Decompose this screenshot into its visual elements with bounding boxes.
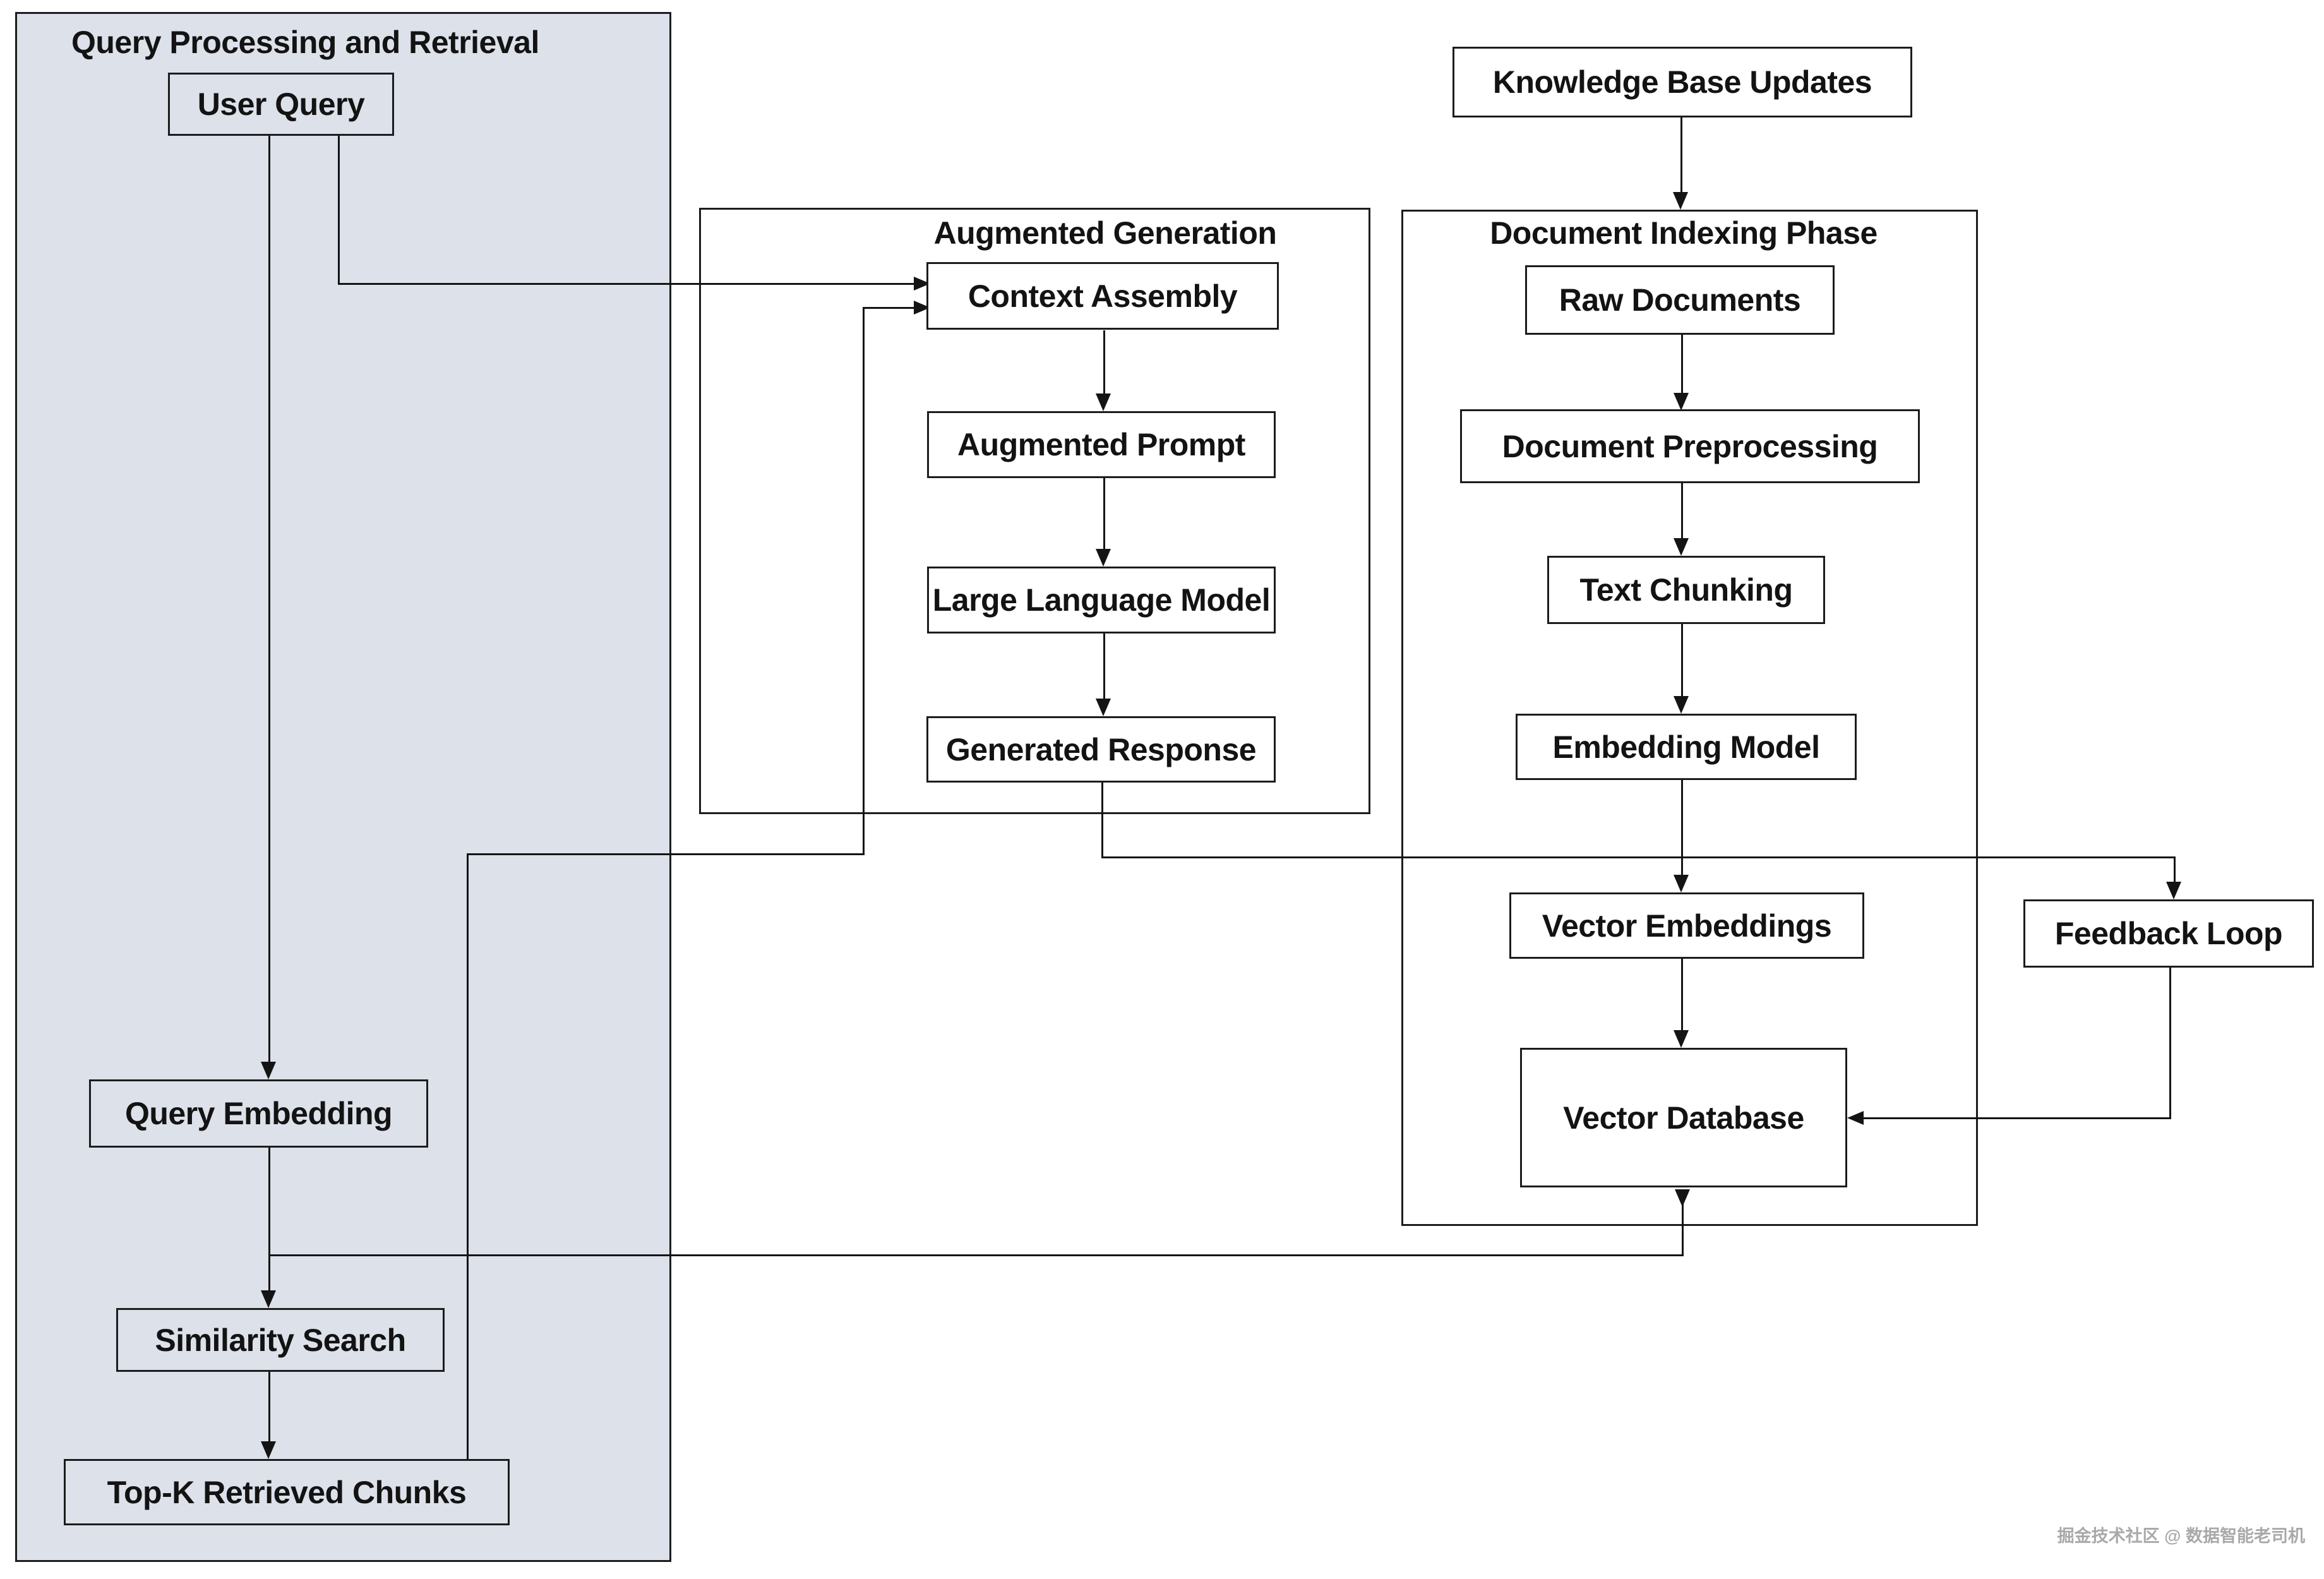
node-document-preprocessing: Document Preprocessing	[1460, 409, 1920, 483]
edge-topk-contextassembly-v2	[863, 308, 865, 855]
panel-title-document-indexing: Document Indexing Phase	[1490, 215, 1878, 251]
arrowhead-into-generated-response	[1096, 699, 1111, 716]
arrowhead-into-feedback-loop	[2166, 882, 2181, 899]
arrowhead-into-augmented-prompt	[1096, 393, 1111, 411]
node-user-query: User Query	[168, 73, 394, 136]
arrowhead-into-preprocessing	[1674, 393, 1689, 411]
node-knowledge-base-updates: Knowledge Base Updates	[1452, 47, 1912, 117]
arrowhead-into-context-assembly-upper	[914, 277, 930, 291]
edge-rawdocs-preprocessing	[1681, 335, 1683, 393]
arrowhead-into-similarity-search	[261, 1290, 276, 1308]
arrowhead-into-document-indexing	[1673, 192, 1688, 210]
node-vector-embeddings: Vector Embeddings	[1509, 892, 1864, 959]
arrowhead-into-vector-embeddings	[1674, 875, 1689, 892]
arrowhead-into-context-assembly-lower	[914, 301, 930, 315]
edge-embeddingmodel-vectorembeddings	[1681, 780, 1683, 875]
panel-title-augmented-generation: Augmented Generation	[933, 215, 1277, 251]
edge-queryembedding-similaritysearch	[268, 1148, 270, 1292]
watermark-text: 掘金技术社区 @ 数据智能老司机	[2057, 1527, 2305, 1546]
node-context-assembly: Context Assembly	[926, 262, 1279, 330]
edge-contextassembly-augmentedprompt	[1103, 330, 1105, 393]
node-query-embedding: Query Embedding	[89, 1079, 428, 1148]
node-feedback-loop: Feedback Loop	[2023, 899, 2314, 968]
edge-userquery-queryembedding	[268, 136, 270, 1062]
arrowhead-into-vector-database-right	[1847, 1111, 1864, 1125]
edge-topk-contextassembly-v1	[467, 854, 469, 1459]
edge-feedbackloop-vectordatabase-h	[1864, 1117, 2171, 1119]
edge-generatedresponse-feedbackloop-v1	[1101, 783, 1103, 858]
node-generated-response: Generated Response	[926, 716, 1276, 783]
edge-llm-generatedresponse	[1103, 633, 1105, 699]
edge-vectorembeddings-vectordatabase	[1681, 959, 1683, 1030]
arrowhead-into-vector-database-top	[1674, 1030, 1689, 1048]
node-topk-retrieved-chunks: Top-K Retrieved Chunks	[64, 1459, 510, 1525]
node-vector-database: Vector Database	[1520, 1048, 1847, 1187]
edge-userquery-contextassembly-v	[338, 136, 340, 285]
node-similarity-search: Similarity Search	[116, 1308, 445, 1372]
node-augmented-prompt: Augmented Prompt	[927, 411, 1276, 478]
edge-vectordatabase-similaritysearch-v	[1682, 1192, 1684, 1256]
edge-similaritysearch-topk	[268, 1372, 270, 1441]
node-large-language-model: Large Language Model	[927, 567, 1276, 633]
arrowhead-into-embedding-model	[1674, 696, 1689, 714]
edge-topk-contextassembly-h2	[863, 307, 915, 309]
node-text-chunking: Text Chunking	[1547, 556, 1825, 624]
arrowhead-into-chunking	[1674, 538, 1689, 556]
node-raw-documents: Raw Documents	[1525, 265, 1835, 335]
edge-generatedresponse-feedbackloop-h	[1101, 856, 2176, 858]
node-embedding-model: Embedding Model	[1516, 714, 1857, 780]
edge-chunking-embeddingmodel	[1681, 624, 1683, 696]
edge-feedbackloop-vectordatabase-v	[2169, 968, 2171, 1119]
edge-topk-contextassembly-h1	[467, 853, 865, 855]
edge-kbu-documentindexing	[1680, 117, 1682, 192]
edge-augmentedprompt-llm	[1103, 478, 1105, 549]
edge-vectordatabase-similaritysearch-h	[268, 1254, 1684, 1256]
edge-preprocessing-chunking	[1681, 483, 1683, 538]
edge-userquery-contextassembly-h	[338, 283, 915, 285]
panel-title-query-processing: Query Processing and Retrieval	[71, 25, 539, 60]
arrowhead-into-llm	[1096, 549, 1111, 567]
panel-query-processing	[15, 12, 671, 1562]
arrowhead-into-query-embedding	[261, 1062, 276, 1079]
edge-generatedresponse-feedbackloop-v2	[2174, 856, 2176, 882]
arrowhead-into-topk	[261, 1441, 276, 1459]
